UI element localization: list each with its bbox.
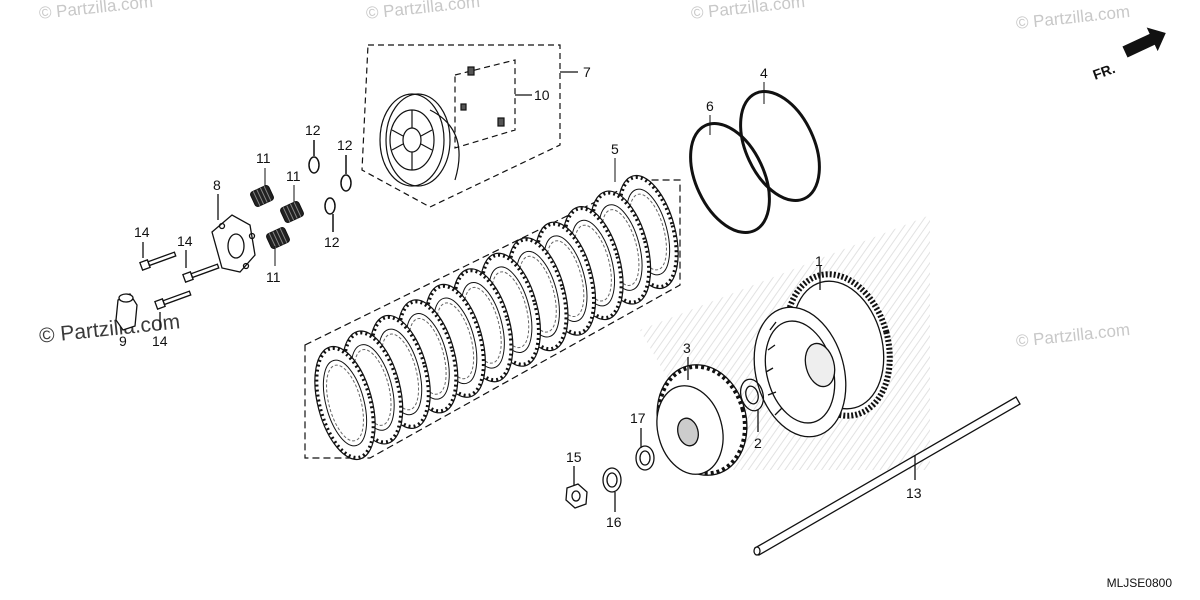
callout-12b: 12 <box>337 137 353 153</box>
callout-11c: 11 <box>266 269 281 285</box>
callout-1: 1 <box>815 253 823 269</box>
part-11-springs <box>250 185 304 249</box>
clutch-disc <box>314 345 376 461</box>
part-6-o-ring <box>689 115 771 234</box>
diagram-code: MLJSE0800 <box>1106 576 1172 590</box>
part-16-washer <box>602 467 622 512</box>
callout-12c: 12 <box>324 234 340 250</box>
part-17-lock-washer <box>635 428 655 471</box>
part-11-leaders <box>264 168 295 266</box>
callout-10: 10 <box>534 87 550 103</box>
callout-4: 4 <box>760 65 768 81</box>
callout-13: 13 <box>906 485 922 501</box>
callout-14c: 14 <box>152 333 168 349</box>
part-4-o-ring <box>739 82 821 202</box>
callout-12a: 12 <box>305 122 321 138</box>
part-8-clutch-plate <box>211 194 256 273</box>
callout-7: 7 <box>583 64 591 80</box>
callout-5: 5 <box>611 141 619 157</box>
part-9-collar <box>115 293 138 331</box>
callout-8: 8 <box>213 177 221 193</box>
part-7-lifter-assembly <box>361 44 578 208</box>
callout-17: 17 <box>630 410 646 426</box>
callout-6: 6 <box>706 98 714 114</box>
callout-2: 2 <box>754 435 762 451</box>
part-14-bolts <box>139 242 220 330</box>
callout-15: 15 <box>566 449 582 465</box>
part-3-clutch-center <box>656 357 748 476</box>
callout-9: 9 <box>119 333 127 349</box>
callout-16: 16 <box>606 514 622 530</box>
callout-14b: 14 <box>177 233 193 249</box>
front-direction-arrow-icon <box>1122 27 1166 58</box>
part-12-washers <box>308 140 352 232</box>
callout-3: 3 <box>683 340 691 356</box>
part-13-pushrod <box>753 396 1021 556</box>
part-5-clutch-disc-stack <box>304 158 681 461</box>
callout-labels: 1 2 3 4 5 6 7 8 9 10 11 11 11 12 12 12 1… <box>119 64 922 530</box>
callout-14a: 14 <box>134 224 150 240</box>
part-1-clutch-outer <box>753 266 893 438</box>
callout-11a: 11 <box>256 150 271 166</box>
part-15-lock-nut <box>565 466 588 509</box>
callout-11b: 11 <box>286 168 301 184</box>
clutch-discs <box>314 174 679 461</box>
direction-label: FR. <box>1091 60 1118 83</box>
